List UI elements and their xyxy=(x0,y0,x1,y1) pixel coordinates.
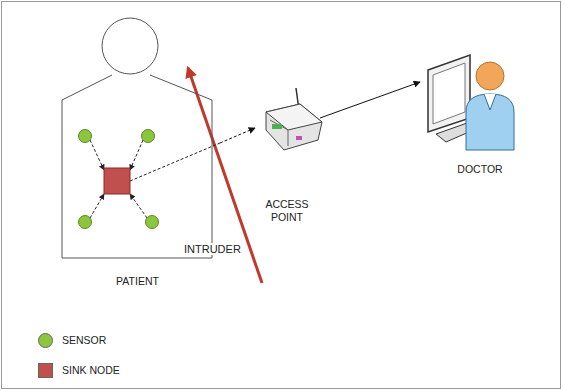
node-label: DOCTOR xyxy=(450,163,510,176)
connector-arrow xyxy=(220,128,255,143)
legend-label: SENSOR xyxy=(62,334,106,346)
doctor-station: DOCTOR xyxy=(420,50,530,180)
legend-label: SINK NODE xyxy=(62,364,120,376)
node-outline xyxy=(420,50,530,180)
legend-swatch xyxy=(38,363,53,378)
access-point: ACCESS POINT xyxy=(255,80,320,225)
intruder-label: INTRUDER xyxy=(182,243,243,255)
node-label: PATIENT xyxy=(110,275,165,288)
connector-arrow xyxy=(320,82,420,118)
legend-swatch xyxy=(38,333,53,348)
node-label: ACCESS POINT xyxy=(257,198,317,224)
